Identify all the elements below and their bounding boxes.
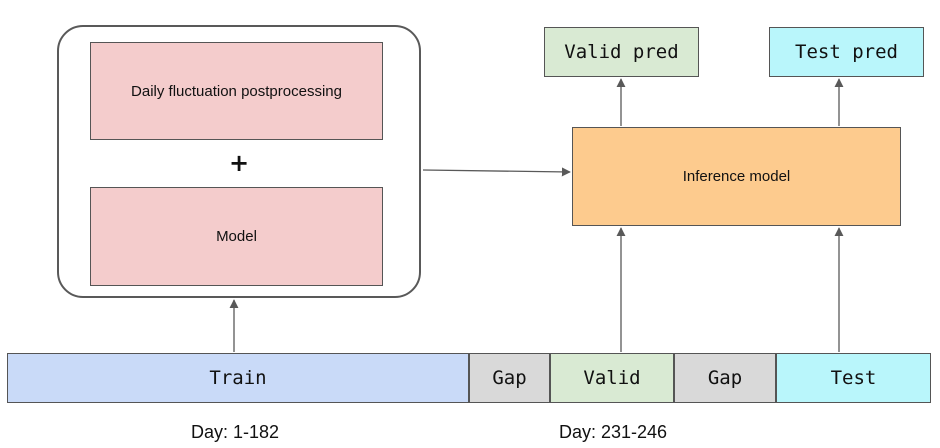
model-box: Model xyxy=(90,187,383,286)
timeline-gap-segment-2: Gap xyxy=(674,353,776,403)
timeline-test-segment: Test xyxy=(776,353,931,403)
timeline-valid-segment: Valid xyxy=(550,353,674,403)
inference-model-label: Inference model xyxy=(682,168,791,185)
test-label: Test xyxy=(830,367,877,389)
test-pred-label: Test pred xyxy=(795,41,898,63)
train-days-text: Day: 1-182 xyxy=(190,421,280,442)
plus-sign: + xyxy=(220,148,258,178)
timeline-gap-segment-1: Gap xyxy=(469,353,550,403)
gap-label-2: Gap xyxy=(707,367,743,389)
inference-model-box: Inference model xyxy=(572,127,901,226)
plus-label: + xyxy=(228,149,250,177)
arrow-model-to-inference xyxy=(422,167,571,177)
valid-days-text: Day: 231-246 xyxy=(558,421,668,442)
timeline-train-segment: Train xyxy=(7,353,469,403)
valid-pred-box: Valid pred xyxy=(544,27,699,77)
valid-label: Valid xyxy=(583,367,641,389)
valid-pred-label: Valid pred xyxy=(564,41,679,63)
postprocessing-label: Daily fluctuation postprocessing xyxy=(131,82,342,100)
postprocessing-box: Daily fluctuation postprocessing xyxy=(90,42,383,140)
model-label: Model xyxy=(216,228,257,245)
train-label: Train xyxy=(209,367,267,389)
gap-label-1: Gap xyxy=(492,367,527,389)
valid-days-label: Day: 231-246 xyxy=(533,420,693,444)
train-days-label: Day: 1-182 xyxy=(160,420,310,444)
test-pred-box: Test pred xyxy=(769,27,924,77)
